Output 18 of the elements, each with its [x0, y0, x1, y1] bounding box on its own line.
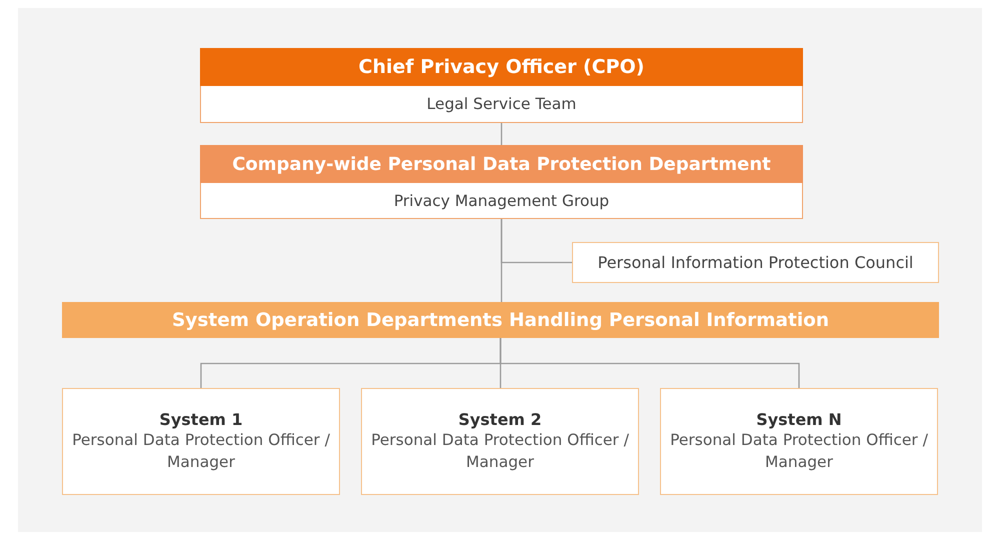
subunit-name: Privacy Management Group — [394, 192, 610, 210]
role-text: Personal Data Protection Officer / Manager — [370, 430, 630, 473]
system-box — [361, 388, 639, 495]
department-band: System Operation Departments Handling Personal Information — [62, 302, 939, 338]
council-box: Personal Information Protection Council — [572, 242, 939, 283]
role-text: Personal Data Protection Officer / Manager — [71, 430, 331, 473]
system-name: System 1 — [159, 410, 243, 429]
system-name: System 2 — [458, 410, 542, 429]
role-text: Personal Data Protection Officer / Manager — [669, 430, 929, 473]
connector-line — [500, 338, 800, 388]
connector-line — [500, 219, 502, 302]
connector-line — [500, 123, 502, 145]
heading-bar: Chief Privacy Officer (CPO) — [200, 48, 803, 86]
subunit-name: Legal Service Team — [426, 95, 576, 113]
system-name: System N — [756, 410, 842, 429]
system-box — [660, 388, 938, 495]
system-box — [62, 388, 340, 495]
heading-bar: Company-wide Personal Data Protection Department — [200, 145, 803, 183]
